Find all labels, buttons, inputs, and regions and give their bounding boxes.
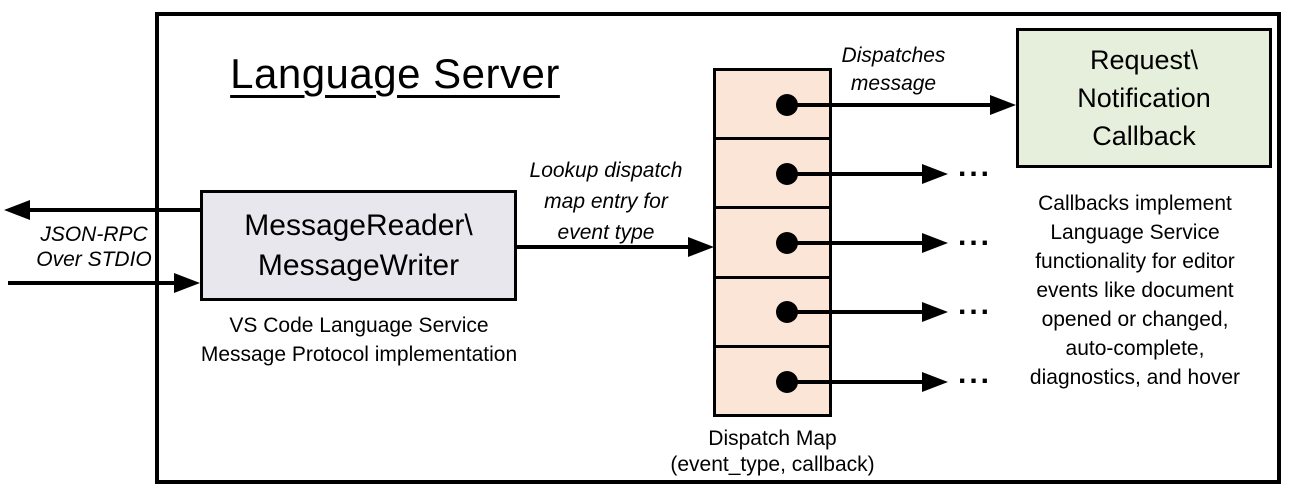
dispatch-map-cell: [716, 140, 829, 210]
lookup-label-line1: Lookup dispatch: [529, 159, 683, 182]
json-rpc-label-line1: JSON-RPC: [40, 223, 148, 246]
lookup-label-line2: map entry for: [544, 190, 668, 213]
ellipsis-row3: ...: [958, 219, 993, 252]
note-line: Language Service: [1050, 221, 1220, 244]
note-line: diagnostics, and hover: [1029, 366, 1241, 389]
message-caption-line1: VS Code Language Service: [229, 314, 489, 337]
callback-box-line1: Request\: [1089, 45, 1199, 75]
message-box-line1: MessageReader\: [244, 208, 473, 242]
note-line: opened or changed,: [1041, 308, 1229, 331]
dispatch-map-cell: [716, 209, 829, 279]
note-line: functionality for editor: [1035, 250, 1235, 273]
dispatch-map: [713, 68, 832, 417]
note-line: Callbacks implement: [1038, 192, 1232, 215]
dispatches-label-line1: Dispatches: [841, 44, 946, 67]
ellipsis-row4: ...: [958, 288, 993, 321]
lookup-dispatch-label: Lookup dispatch map entry for event type: [513, 155, 699, 248]
map-caption-line2: (event_type, callback): [670, 453, 875, 476]
json-rpc-stdio-label: JSON-RPC Over STDIO: [18, 222, 170, 272]
language-server-boundary-box: [155, 12, 1281, 484]
lookup-label-line3: event type: [557, 221, 655, 244]
dispatch-map-caption: Dispatch Map (event_type, callback): [655, 426, 890, 478]
json-rpc-label-line2: Over STDIO: [36, 248, 152, 271]
dispatch-map-cell: [716, 71, 829, 141]
ellipsis-row2: ...: [958, 150, 993, 183]
message-caption-line2: Message Protocol implementation: [200, 343, 518, 366]
dispatch-map-cell: [716, 278, 829, 348]
ellipsis-row5: ...: [958, 357, 993, 390]
request-notification-callback-box: Request\ Notification Callback: [1016, 28, 1272, 168]
diagram-title: Language Server: [230, 50, 560, 97]
dispatch-map-cell: [716, 347, 829, 415]
note-line: auto-complete,: [1065, 337, 1205, 360]
callbacks-note: Callbacks implement Language Service fun…: [987, 189, 1283, 392]
message-box-line2: MessageWriter: [257, 248, 460, 282]
note-line: events like document: [1036, 279, 1234, 302]
dispatches-label-line2: message: [850, 72, 937, 95]
callback-box-line2: Notification: [1077, 83, 1211, 113]
callback-box-line3: Callback: [1092, 121, 1196, 151]
map-caption-line1: Dispatch Map: [708, 427, 837, 450]
dispatches-message-label: Dispatches message: [826, 42, 961, 98]
message-box-caption: VS Code Language Service Message Protoco…: [185, 311, 533, 369]
message-reader-writer-box: MessageReader\ MessageWriter: [200, 190, 517, 301]
